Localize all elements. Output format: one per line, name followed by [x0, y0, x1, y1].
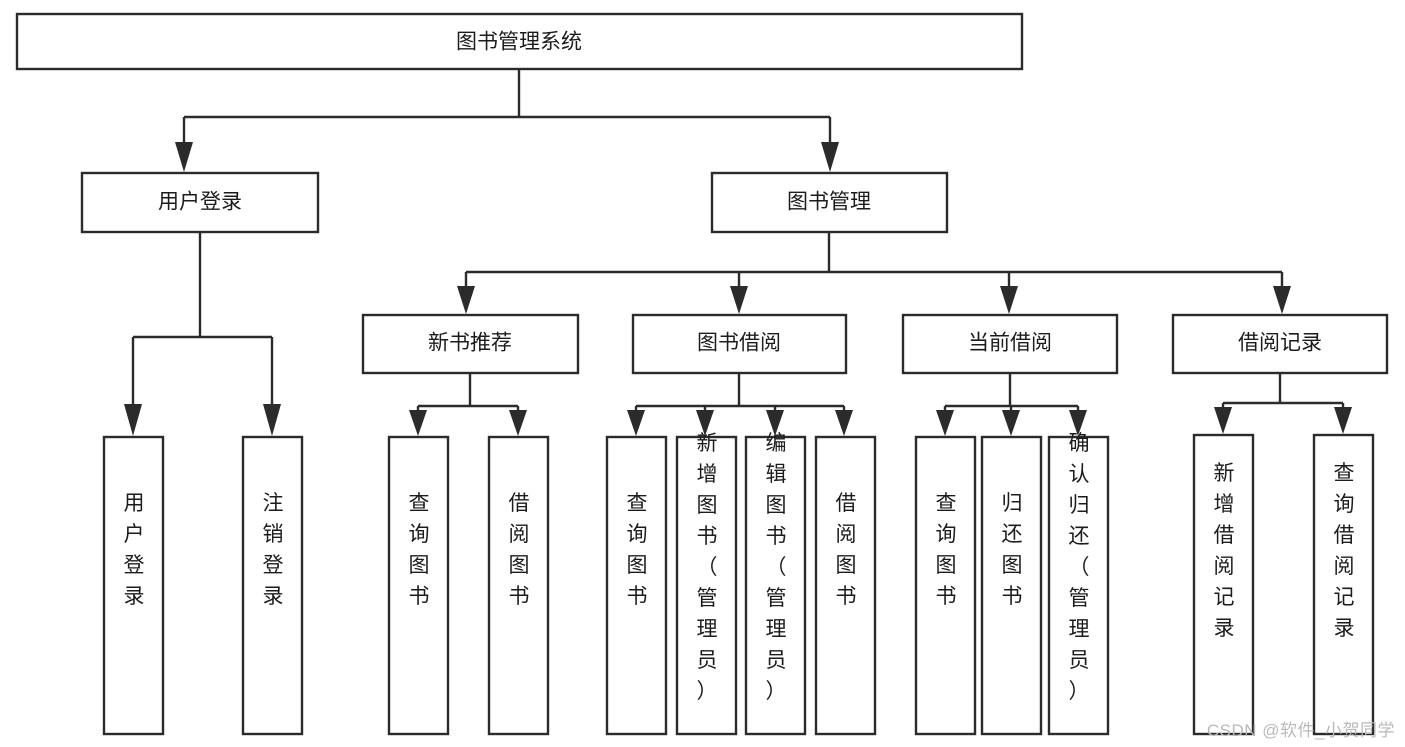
leaf-book-borrow-1[interactable]: 查询图书	[605, 435, 668, 736]
arrow-head-leaf-user-login-1	[124, 404, 142, 436]
leaf-user-login-1-box[interactable]	[102, 435, 165, 736]
node-root[interactable]: 图书管理系统	[15, 12, 1024, 71]
leaf-borrow-record-2[interactable]: 查询借阅记录	[1312, 433, 1375, 736]
leaf-current-borrow-3-label: 确认归还（管理员）	[1069, 432, 1090, 703]
node-root-box[interactable]	[15, 12, 1024, 71]
leaf-book-borrow-1-label: 查询图书	[627, 492, 648, 608]
arrow-head-user-login	[175, 142, 193, 172]
arrow-head-new-book-rec	[457, 286, 475, 314]
leaf-current-borrow-1[interactable]: 查询图书	[914, 435, 977, 736]
node-book-manage[interactable]: 图书管理	[710, 171, 949, 234]
leaf-new-book-1[interactable]: 查询图书	[387, 435, 450, 736]
node-borrow-record-box[interactable]	[1171, 313, 1389, 375]
leaf-new-book-1-box[interactable]	[387, 435, 450, 736]
leaf-borrow-record-2-label: 查询借阅记录	[1334, 462, 1355, 640]
leaf-book-borrow-3-label: 编辑图书（管理员）	[766, 432, 787, 703]
node-book-borrow[interactable]: 图书借阅	[631, 313, 848, 375]
node-book-borrow-label: 图书借阅	[697, 332, 781, 355]
node-book-borrow-box[interactable]	[631, 313, 848, 375]
arrow-head-book-borrow	[730, 286, 748, 314]
node-book-manage-label: 图书管理	[787, 191, 871, 214]
arrow-head-leaf-record-1	[1214, 407, 1232, 434]
node-new-book-rec[interactable]: 新书推荐	[361, 313, 580, 375]
leaf-borrow-record-2-box[interactable]	[1312, 433, 1375, 736]
arrow-head-leaf-new-book-2	[509, 410, 527, 436]
leaf-borrow-record-1-box[interactable]	[1192, 433, 1255, 736]
connector-layer	[124, 70, 1352, 436]
leaf-book-borrow-4-box[interactable]	[814, 435, 877, 736]
arrow-head-borrow-record	[1273, 286, 1291, 314]
leaf-user-login-2-label: 注销登录	[263, 492, 284, 608]
node-book-manage-box[interactable]	[710, 171, 949, 234]
node-user-login[interactable]: 用户登录	[80, 171, 320, 234]
leaf-book-borrow-2-label: 新增图书（管理员）	[697, 432, 718, 703]
node-current-borrow-label: 当前借阅	[968, 332, 1052, 355]
leaf-borrow-record-1[interactable]: 新增借阅记录	[1192, 433, 1255, 736]
arrow-head-leaf-current-3	[1069, 410, 1087, 436]
leaf-borrow-record-1-label: 新增借阅记录	[1214, 462, 1235, 640]
leaf-book-borrow-4-label: 借阅图书	[836, 492, 857, 608]
arrow-head-leaf-borrow-2	[696, 410, 714, 436]
leaf-new-book-2-box[interactable]	[487, 435, 550, 736]
leaf-current-borrow-3-box[interactable]	[1047, 435, 1110, 736]
leaf-book-borrow-3-box[interactable]	[744, 435, 807, 736]
leaf-book-borrow-2[interactable]: 新增图书（管理员）	[675, 432, 738, 736]
node-user-login-label: 用户登录	[158, 191, 242, 214]
leaf-user-login-2[interactable]: 注销登录	[241, 435, 304, 736]
arrow-head-leaf-record-2	[1334, 407, 1352, 434]
leaf-current-borrow-2[interactable]: 归还图书	[980, 435, 1043, 736]
leaf-user-login-2-box[interactable]	[241, 435, 304, 736]
leaf-current-borrow-1-label: 查询图书	[936, 492, 957, 608]
node-new-book-rec-label: 新书推荐	[428, 332, 512, 355]
arrow-head-leaf-borrow-4	[835, 410, 853, 436]
arrow-head-leaf-new-book-1	[409, 410, 427, 436]
leaf-book-borrow-1-box[interactable]	[605, 435, 668, 736]
leaf-current-borrow-3[interactable]: 确认归还（管理员）	[1047, 432, 1110, 736]
node-new-book-rec-box[interactable]	[361, 313, 580, 375]
arrow-head-leaf-borrow-1	[627, 410, 645, 436]
arrow-head-book-manage	[821, 142, 839, 172]
node-user-login-box[interactable]	[80, 171, 320, 234]
leaf-current-borrow-2-box[interactable]	[980, 435, 1043, 736]
node-root-label: 图书管理系统	[456, 31, 582, 54]
leaf-new-book-1-label: 查询图书	[409, 492, 430, 608]
leaf-book-borrow-4[interactable]: 借阅图书	[814, 435, 877, 736]
leaf-current-borrow-2-label: 归还图书	[1002, 492, 1023, 608]
arrow-head-current-borrow	[1000, 286, 1018, 314]
arrow-head-leaf-current-1	[936, 410, 954, 436]
leaf-book-borrow-3[interactable]: 编辑图书（管理员）	[744, 432, 807, 736]
arrow-head-leaf-current-2	[1002, 410, 1020, 436]
leaf-user-login-1-label: 用户登录	[124, 492, 145, 608]
node-borrow-record-label: 借阅记录	[1238, 332, 1322, 355]
arrow-head-leaf-borrow-3	[766, 410, 784, 436]
leaf-new-book-2[interactable]: 借阅图书	[487, 435, 550, 736]
leaf-user-login-1[interactable]: 用户登录	[102, 435, 165, 736]
leaf-current-borrow-1-box[interactable]	[914, 435, 977, 736]
leaf-new-book-2-label: 借阅图书	[509, 492, 530, 608]
arrow-head-leaf-user-login-2	[263, 404, 281, 436]
node-current-borrow-box[interactable]	[901, 313, 1119, 375]
node-current-borrow[interactable]: 当前借阅	[901, 313, 1119, 375]
node-borrow-record[interactable]: 借阅记录	[1171, 313, 1389, 375]
leaf-book-borrow-2-box[interactable]	[675, 435, 738, 736]
